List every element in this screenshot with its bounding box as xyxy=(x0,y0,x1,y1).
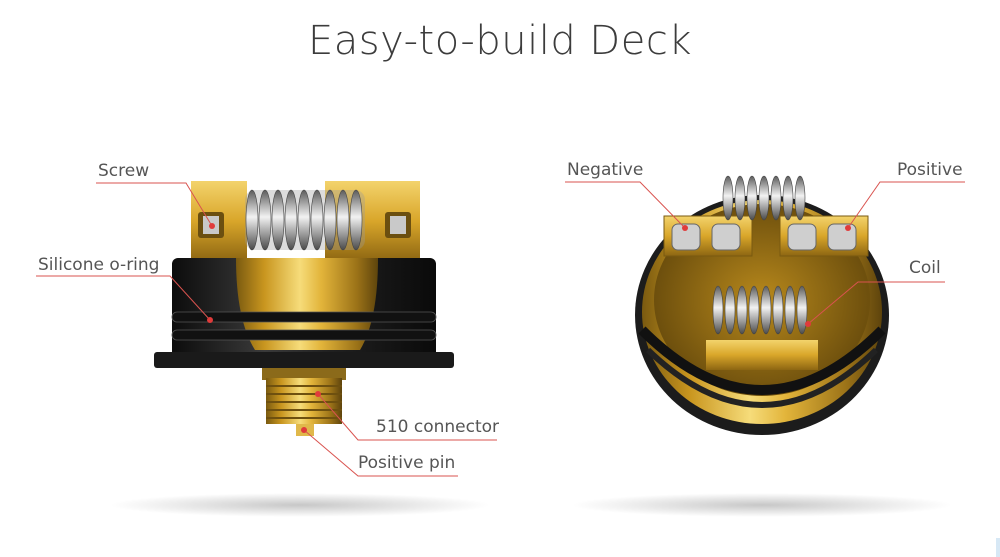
side-coil xyxy=(245,189,365,251)
right-shadow xyxy=(572,493,952,517)
top-view-deck xyxy=(635,175,889,435)
label-negative: Negative xyxy=(567,160,644,180)
callout-dots xyxy=(207,223,851,433)
label-coil: Coil xyxy=(909,258,941,278)
callout-lines xyxy=(36,181,965,477)
label-positive: Positive xyxy=(897,160,963,180)
label-positive-pin: Positive pin xyxy=(358,453,456,473)
connector-threads xyxy=(266,378,342,424)
page-title: Easy-to-build Deck xyxy=(308,18,692,64)
label-silicone-oring: Silicone o-ring xyxy=(38,255,160,275)
label-510-connector: 510 connector xyxy=(376,417,500,437)
label-screw: Screw xyxy=(98,161,150,181)
side-view-deck xyxy=(154,181,454,436)
left-shadow xyxy=(110,493,490,517)
corner-accent xyxy=(996,538,1000,557)
